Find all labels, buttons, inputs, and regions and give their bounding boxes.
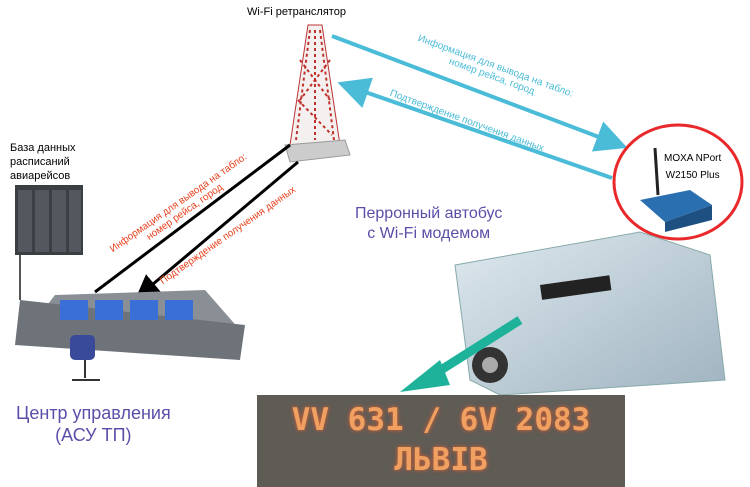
led-line1: VV 631 / 6V 2083	[291, 402, 591, 438]
wired-link-to-center	[135, 160, 299, 299]
moxa-label: MOXA NPort W2150 Plus	[664, 150, 721, 184]
led-display-background	[257, 395, 625, 487]
control-center-title: Центр управления (АСУ ТП)	[16, 402, 171, 446]
bus-line1: Перронный автобус	[355, 205, 503, 222]
database-servers-icon	[15, 185, 83, 300]
wifi-link-to-bus	[331, 34, 628, 152]
repeater-title: Wi-Fi ретранслятор	[247, 6, 346, 18]
moxa-device	[612, 123, 744, 241]
control-center-line1: Центр управления	[16, 403, 171, 423]
moxa-line1: MOXA NPort	[664, 153, 722, 164]
moxa-line2: W2150 Plus	[665, 170, 720, 181]
pointer-arrow-icon	[400, 316, 523, 392]
database-title: База данных расписаний авиарейсов	[10, 142, 76, 182]
led-line2: ЛЬВІВ	[394, 442, 488, 478]
control-center-line2: (АСУ ТП)	[55, 425, 132, 445]
airport-bus-image	[454, 231, 726, 396]
wifi-link-to-repeater	[337, 77, 613, 180]
bus-title: Перронный автобус с Wi-Fi модемом	[355, 204, 502, 244]
wifi-tower-icon	[284, 24, 351, 163]
control-desk-icon	[15, 290, 245, 381]
led-display: VV 631 / 6V 2083 ЛЬВІВ	[262, 400, 620, 480]
wired-link-to-repeater	[94, 143, 291, 294]
bus-line2: с Wi-Fi модемом	[367, 225, 491, 242]
